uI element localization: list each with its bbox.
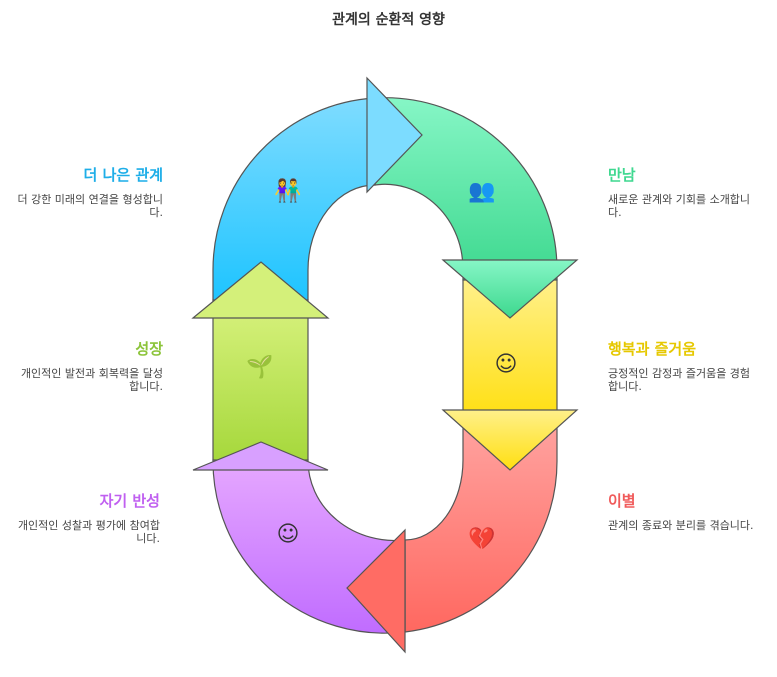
stage-desc: 더 강한 미래의 연결을 형성합니다. [17,193,163,219]
stage-desc: 새로운 관계와 기회를 소개합니다. [608,193,751,219]
stage-title: 자기 반성 [99,492,160,510]
arrow-body-growth [212,299,309,461]
arrow-head-happiness [441,409,579,471]
stage-desc: 개인적인 성찰과 평가에 참여합니다. [17,519,160,545]
stage-title: 성장 [135,340,163,358]
broken-heart-icon: 💔 [468,526,496,552]
couple-icon: 👫 [274,178,301,204]
diagram-title: 관계의 순환적 영향 [332,12,445,28]
stage-title: 이별 [608,492,636,510]
stage-desc: 개인적인 발전과 회복력을 달성합니다. [20,367,163,393]
arrow-head-breakup [346,528,406,654]
stage-title: 더 나은 관계 [83,166,163,184]
stage-desc: 관계의 종료와 분리를 겪습니다. [608,519,754,532]
arrow-body-breakup [404,419,558,633]
people-meeting-icon: 👥 [468,179,495,204]
arrow-body-better [212,97,376,301]
arrow-head-meeting [441,259,579,319]
happy-faces-icon: ☺ [495,352,518,377]
head-thinking-icon: ☺ [277,522,300,547]
stage-title: 행복과 즐거움 [608,340,697,358]
stage-desc: 긍정적인 감정과 즐거움을 경험합니다. [608,367,751,393]
arrow-head-reflection [192,441,329,471]
stage-title: 만남 [608,166,636,184]
plant-growth-icon: 🌱 [246,354,273,380]
arrow-head-better [366,76,423,194]
arrow-head-growth [191,261,330,319]
